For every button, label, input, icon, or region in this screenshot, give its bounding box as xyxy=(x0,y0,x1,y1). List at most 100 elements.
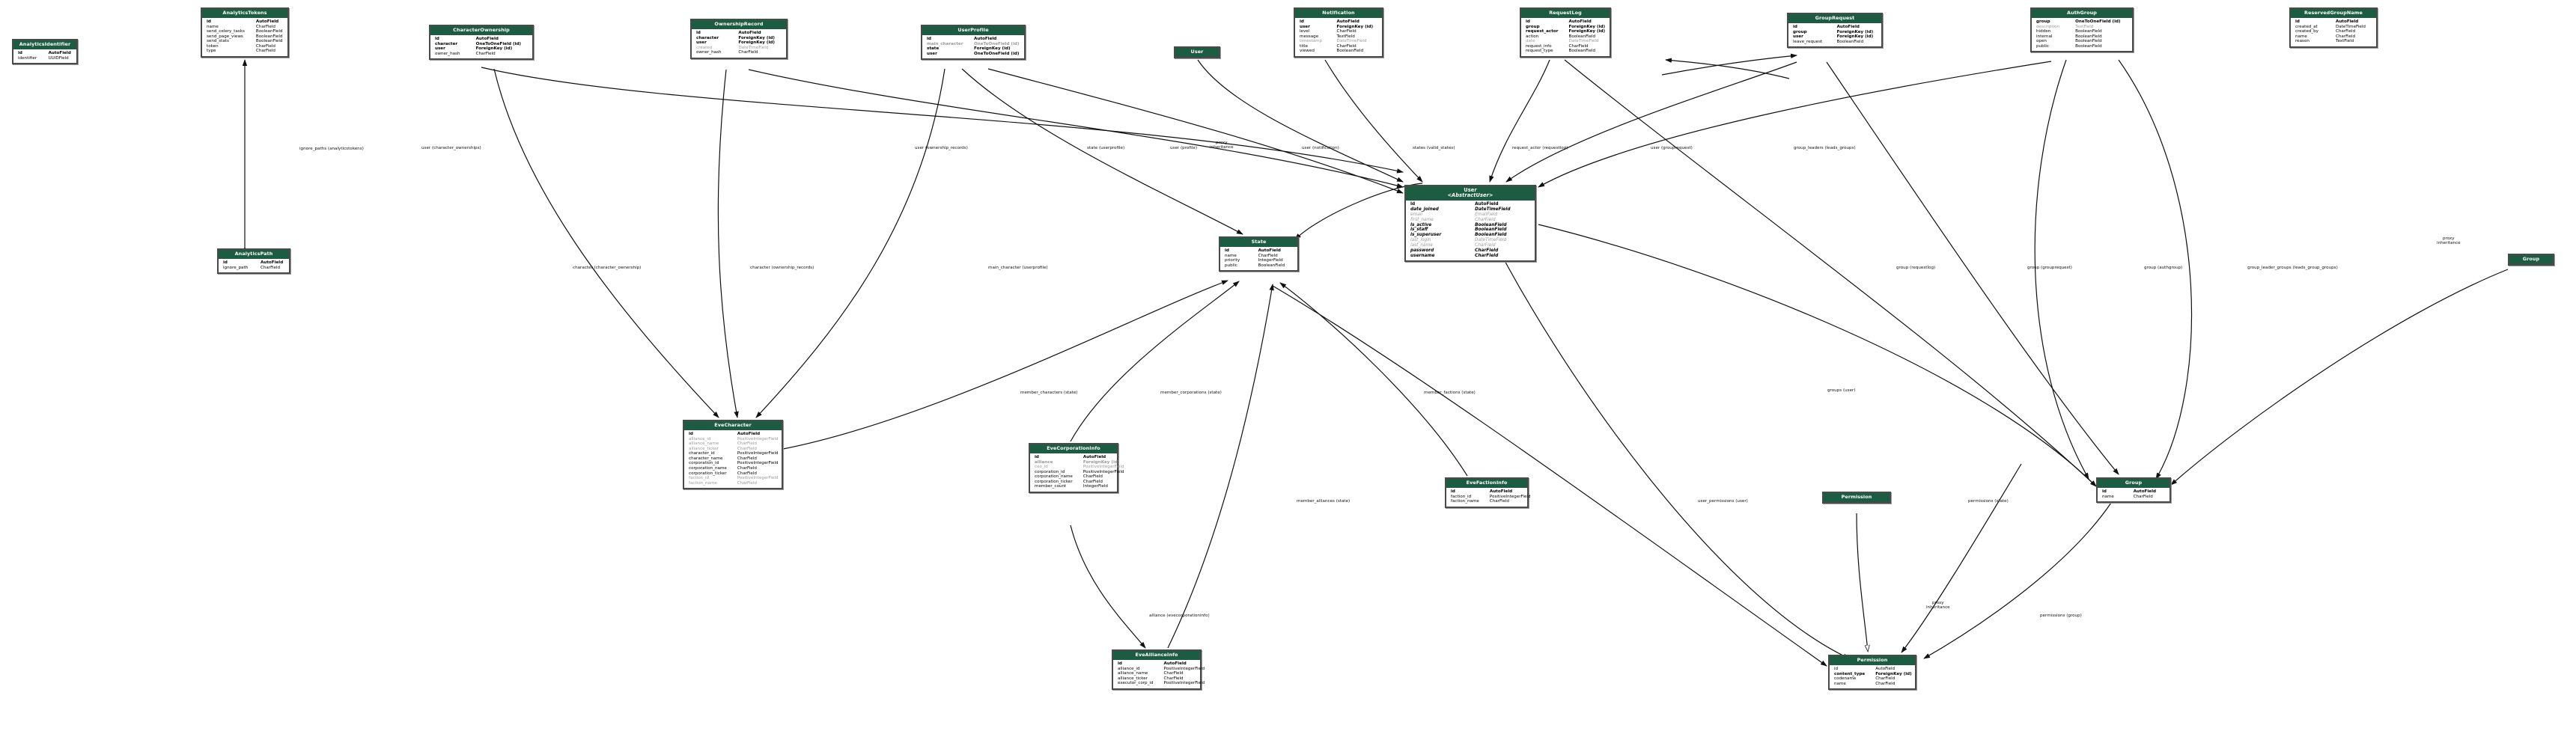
entity-usersmall[interactable]: User xyxy=(1174,46,1220,58)
field-name: user xyxy=(1793,34,1803,40)
field-name: corporation_name xyxy=(1035,474,1073,480)
field-type: BooleanField xyxy=(1258,263,1285,268)
entity-title-analyticsidentifier: AnalyticsIdentifier xyxy=(13,40,76,49)
field-name: id xyxy=(927,36,931,41)
field-name: character xyxy=(435,41,458,46)
field-name: leave_request xyxy=(1793,39,1823,44)
entity-title-evecorporationinfo: EveCorporationInfo xyxy=(1030,444,1117,453)
field-name: id xyxy=(223,260,228,265)
entity-name: State xyxy=(1251,239,1267,245)
entity-group_small[interactable]: Group xyxy=(2508,254,2554,266)
field-type: CharField xyxy=(1083,479,1103,484)
field-type: AutoField xyxy=(2335,19,2359,24)
field-type: BooleanField xyxy=(1475,233,1507,238)
entity-title-evefactioninfo: EveFactionInfo xyxy=(1446,479,1527,488)
field-name: group xyxy=(1526,24,1540,29)
field-type: DateTimeField xyxy=(1475,238,1507,243)
entity-title-usersmall: User xyxy=(1175,48,1219,57)
field-name: ignore_path xyxy=(223,265,249,270)
edge-label: proxy inheritance xyxy=(2437,236,2461,246)
field-type: CharField xyxy=(1475,253,1499,258)
edge-label: user (notification) xyxy=(1302,146,1339,150)
entity-title-ownershiprecord: OwnershipRecord xyxy=(692,20,786,29)
field-type: BooleanField xyxy=(255,34,283,39)
entity-title-evecharacter: EveCharacter xyxy=(684,421,782,430)
field-name: faction_name xyxy=(689,480,717,486)
field-type: CharField xyxy=(1336,29,1356,34)
entity-title-userprofile: UserProfile xyxy=(922,26,1024,35)
field-type: CharField xyxy=(1163,671,1184,676)
entity-name: EveFactionInfo xyxy=(1466,480,1508,486)
field-type: CharField xyxy=(1258,253,1278,258)
field-type: DateTimeField xyxy=(1475,207,1511,212)
field-type: PositiveIntegerField xyxy=(737,476,779,481)
entity-title-reservedgroupname: ReservedGroupName xyxy=(2291,9,2376,18)
field-type: ForeignKey (id) xyxy=(1836,29,1874,34)
entity-name: Group xyxy=(2125,480,2143,486)
edge-label: member_factions (state) xyxy=(1424,391,1476,395)
field-name: character_id xyxy=(689,451,715,456)
field-type: CharField xyxy=(737,446,757,451)
edge-label: ignore_paths (analyticstokens) xyxy=(299,147,364,151)
field-name: public xyxy=(1225,263,1237,268)
field-name: character xyxy=(696,35,719,40)
field-name: first_name xyxy=(1410,217,1434,222)
field-type: CharField xyxy=(2335,34,2356,39)
entity-title-grouprequest: GroupRequest xyxy=(1788,14,1881,23)
edge-label: character (character_ownership) xyxy=(573,266,642,270)
edge-label: alliance (evecorporationinfo) xyxy=(1149,614,1210,618)
field-name: send_stats xyxy=(207,39,229,44)
field-name: member_count xyxy=(1035,484,1067,489)
entity-permission_mid[interactable]: Permission xyxy=(1822,492,1891,504)
field-name: send_celery_tasks xyxy=(207,29,245,34)
field-type: CharField xyxy=(1475,242,1496,248)
entity-name: User xyxy=(1464,187,1477,193)
field-name: hidden xyxy=(2036,29,2051,34)
field-name: user xyxy=(1300,24,1310,29)
field-type: ForeignKey (id) xyxy=(738,40,775,46)
field-name: id xyxy=(2102,489,2107,494)
